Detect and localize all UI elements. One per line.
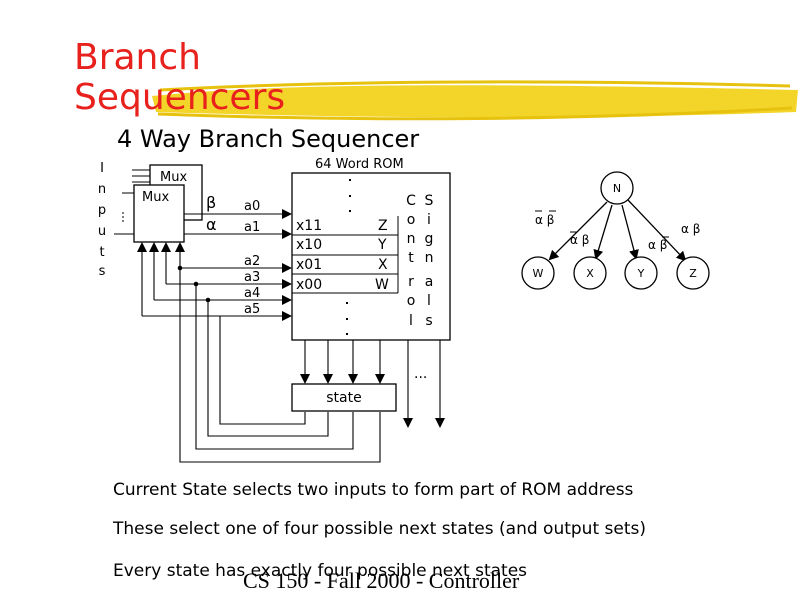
signals-letter: g (425, 231, 434, 247)
signals-letter: l (427, 293, 431, 309)
mux-input-ticks (114, 169, 150, 235)
signals-letter: n (425, 250, 434, 266)
inputs-letter: n (98, 182, 106, 197)
inputs-letter: u (98, 224, 106, 239)
mux-front-box (133, 184, 185, 243)
control-letter: C (406, 193, 416, 209)
address-a1: a1 (244, 220, 260, 235)
control-letter: l (409, 313, 413, 329)
inputs-label: I n p u t s (98, 161, 106, 279)
rom-label: 64 Word ROM (315, 157, 404, 172)
rom-output-x: X (378, 257, 388, 273)
state-feedback-wires (142, 268, 381, 463)
highlighter-stroke (152, 80, 798, 121)
alpha-symbol: α (206, 215, 217, 234)
slide-title-line-1: Branch (74, 37, 201, 78)
rom-row-x01: x01 (296, 257, 322, 273)
state-node-z (676, 256, 710, 290)
address-a2: a2 (244, 254, 260, 269)
state-node-y-label: Y (637, 267, 645, 280)
address-a5: a5 (244, 302, 260, 317)
slide-subtitle: 4 Way Branch Sequencer (117, 125, 420, 153)
rom-output-z: Z (378, 218, 388, 234)
inputs-letter: s (99, 264, 106, 279)
state-node-w-label: W (533, 267, 544, 280)
signals-letter: s (425, 313, 432, 329)
state-register-label: state (326, 390, 361, 406)
inputs-letter: t (99, 245, 104, 260)
rom-output-y: Y (377, 237, 387, 253)
inputs-letter: p (98, 203, 106, 218)
complement-overbars (535, 210, 669, 238)
rom-row-x00: x00 (296, 277, 322, 293)
rom-row-x10: x10 (296, 237, 322, 253)
state-register-box (291, 383, 397, 412)
control-letter: o (407, 212, 416, 228)
slide-title-line-2: Sequencers (74, 77, 286, 118)
rom-to-state-arrows (300, 340, 445, 428)
rom-output-labels: Z Y X W (375, 218, 389, 293)
slide-footer: CS 150 - Fall 2000 - Controller (243, 568, 520, 593)
state-node-x-label: X (586, 267, 594, 280)
inputs-letter: I (100, 161, 104, 176)
address-labels: a0 a1 a2 a3 a4 a5 (244, 199, 260, 317)
state-node-n (600, 171, 634, 205)
rom-dots-top (349, 179, 351, 212)
rom-row-labels: x11 x10 x01 x00 (296, 218, 322, 293)
state-node-w (521, 256, 555, 290)
bullet-2: These select one of four possible next s… (113, 519, 646, 539)
address-a0: a0 (244, 199, 260, 214)
mux-select-wires (137, 242, 185, 316)
rom-output-w: W (375, 277, 389, 293)
rom-row-x11: x11 (296, 218, 322, 234)
address-a3: a3 (244, 270, 260, 285)
state-graph: N W X Y Z α β α β α β α β (521, 171, 710, 290)
mux-back-label: Mux (160, 170, 187, 185)
state-node-z-label: Z (689, 267, 697, 280)
state-node-n-label: N (613, 182, 621, 195)
control-ellipsis: ... (414, 366, 427, 382)
state-node-y (624, 256, 658, 290)
control-letter: t (408, 250, 414, 266)
control-letter: r (408, 274, 414, 290)
bullet-3: Every state has exactly four possible ne… (113, 561, 528, 581)
control-word: C o n t r o l (406, 193, 416, 329)
rom-dots-bottom (346, 302, 348, 335)
signals-word: S i g n a l s (425, 193, 434, 329)
mux-front-label: Mux (142, 190, 169, 205)
bullet-1: Current State selects two inputs to form… (113, 480, 634, 500)
control-letter: o (407, 293, 416, 309)
rom-row-lines (292, 216, 399, 294)
state-node-x (573, 256, 607, 290)
rom-box (291, 172, 451, 341)
edge-label-n-w: α β (535, 213, 554, 227)
edge-label-n-x: α β (570, 233, 589, 247)
edge-label-n-z: α β (681, 222, 700, 236)
signals-letter: i (427, 212, 431, 228)
beta-symbol: β (206, 193, 216, 212)
edge-label-n-y: α β (648, 238, 667, 252)
control-letter: n (407, 231, 416, 247)
signals-letter: a (425, 274, 434, 290)
address-a4: a4 (244, 286, 260, 301)
signals-letter: S (425, 193, 434, 209)
